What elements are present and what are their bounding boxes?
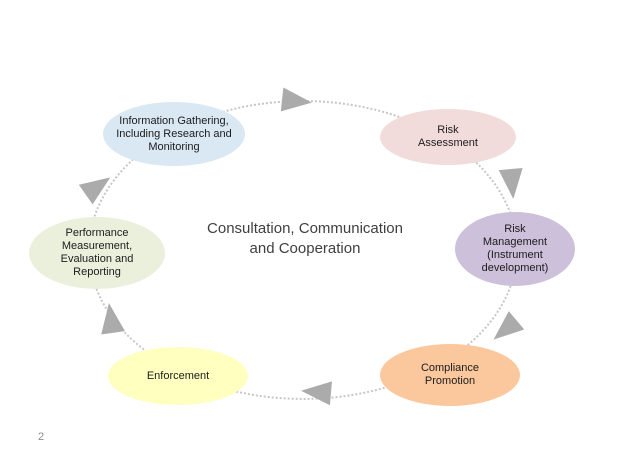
node-performance-measurement-label: Performance Measurement, Evaluation and … bbox=[60, 227, 134, 278]
node-information-gathering-label: Information Gathering, Including Researc… bbox=[116, 114, 232, 153]
node-enforcement: Enforcement bbox=[108, 347, 248, 405]
diagram-center-caption: Consultation, Communication and Cooperat… bbox=[207, 220, 403, 257]
page-number: 2 bbox=[38, 431, 45, 443]
flow-arrow-left-icon bbox=[300, 378, 332, 406]
flow-arrow-right-icon bbox=[280, 87, 314, 115]
node-compliance-promotion: Compliance Promotion bbox=[380, 344, 520, 406]
node-risk-management: Risk Management (Instrument development) bbox=[455, 212, 575, 286]
node-enforcement-label: Enforcement bbox=[146, 369, 210, 382]
flow-arrow-down-icon bbox=[498, 168, 526, 200]
node-compliance-promotion-label: Compliance Promotion bbox=[420, 362, 480, 387]
node-risk-assessment-label: Risk Assessment bbox=[418, 124, 478, 149]
flow-arrow-up-icon bbox=[97, 301, 125, 335]
node-performance-measurement: Performance Measurement, Evaluation and … bbox=[29, 217, 165, 289]
node-risk-management-label: Risk Management (Instrument development) bbox=[481, 223, 549, 274]
node-information-gathering: Information Gathering, Including Researc… bbox=[103, 102, 245, 166]
node-risk-assessment: Risk Assessment bbox=[380, 109, 516, 165]
